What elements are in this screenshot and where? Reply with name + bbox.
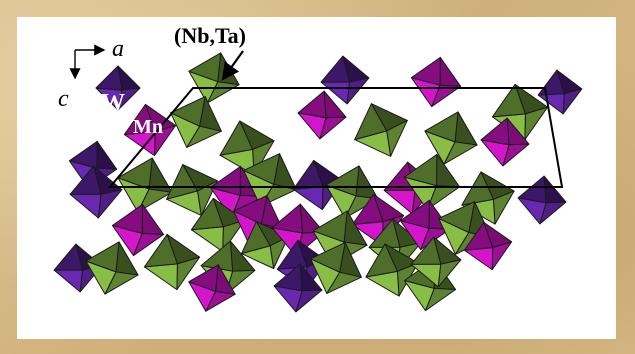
- octahedron-face: [312, 210, 348, 243]
- octahedron-face: [439, 56, 462, 87]
- octahedron-face: [365, 243, 398, 278]
- octahedra-layer: [53, 52, 583, 313]
- w-octahedron: [69, 165, 123, 219]
- w-octahedron: [273, 263, 323, 313]
- octahedron-face: [562, 88, 583, 115]
- octahedron-face: [209, 165, 241, 196]
- octahedron-face: [297, 90, 327, 119]
- nbta-octahedron: [117, 157, 173, 213]
- octahedron-face: [410, 56, 441, 86]
- w-label: W: [101, 90, 125, 116]
- octahedron-face: [410, 236, 442, 265]
- axis-c-label: c: [58, 86, 69, 112]
- figure-panel: a c (Nb,Ta) W Mn: [17, 17, 616, 339]
- octahedron-face: [491, 83, 526, 118]
- octahedron-face: [53, 269, 83, 293]
- octahedron-face: [233, 195, 268, 225]
- mn-octahedron: [297, 90, 347, 140]
- octahedron-face: [190, 197, 224, 231]
- nbta-octahedron: [354, 103, 408, 157]
- nbta-label: (Nb,Ta): [174, 23, 246, 48]
- octahedron-face: [53, 243, 83, 271]
- octahedron-face: [454, 111, 478, 146]
- nbta-pointer-arrow: [221, 50, 244, 81]
- mn-octahedron: [410, 56, 462, 108]
- octahedron-face: [271, 203, 303, 234]
- octahedron-face: [143, 263, 178, 291]
- mn-octahedron: [188, 264, 236, 312]
- octahedron-face: [480, 117, 510, 146]
- octahedron-face: [188, 264, 219, 292]
- axis-indicator: a c: [58, 36, 124, 112]
- mn-octahedron: [123, 103, 177, 157]
- unit-cell-outline: [107, 87, 564, 188]
- octahedron-face: [123, 103, 156, 135]
- octahedron-face: [188, 52, 222, 83]
- octahedron-face: [463, 221, 494, 251]
- octahedron-face: [276, 239, 308, 270]
- octahedron-face: [438, 201, 476, 233]
- octahedron-face: [463, 247, 494, 271]
- octahedron-face: [403, 153, 438, 187]
- crystal-structure-diagram: a c (Nb,Ta) W Mn: [53, 23, 583, 313]
- octahedron-face: [96, 140, 118, 170]
- octahedron-face: [461, 171, 494, 206]
- nbta-octahedron: [243, 153, 297, 207]
- octahedron-face: [273, 263, 303, 292]
- octahedron-face: [95, 65, 123, 91]
- octahedron-face: [69, 193, 102, 219]
- nbta-octahedron: [241, 221, 289, 269]
- octahedron-face: [85, 241, 120, 273]
- mn-label: Mn: [133, 116, 163, 138]
- octahedron-face: [243, 153, 281, 185]
- octahedron-face: [351, 193, 384, 225]
- nbta-octahedron: [190, 197, 246, 253]
- octahedron-face: [68, 140, 98, 169]
- mn-octahedron: [480, 117, 530, 167]
- mn-octahedron: [463, 221, 513, 271]
- octahedron-face: [166, 164, 198, 200]
- nbta-octahedron: [143, 233, 201, 291]
- nbta-octahedron: [188, 52, 240, 104]
- nbta-octahedron: [170, 96, 222, 148]
- octahedron-face: [141, 203, 165, 235]
- octahedron-face: [355, 165, 379, 200]
- nbta-octahedron: [410, 236, 462, 288]
- octahedron-face: [69, 165, 102, 195]
- nbta-octahedron: [438, 201, 492, 255]
- octahedron-face: [310, 242, 346, 273]
- octahedron-face: [424, 111, 459, 143]
- octahedron-face: [346, 77, 370, 105]
- octahedron-face: [241, 221, 271, 255]
- octahedron-face: [399, 199, 430, 229]
- octahedron-face: [325, 165, 360, 197]
- w-octahedron: [95, 65, 141, 111]
- octahedron-face: [170, 96, 206, 127]
- nbta-octahedron: [424, 111, 478, 165]
- octahedron-face: [97, 189, 123, 219]
- nbta-octahedron: [85, 241, 139, 295]
- octahedron-face: [111, 203, 143, 234]
- octahedron-face: [354, 103, 388, 141]
- octahedron-face: [117, 157, 153, 190]
- octahedron-face: [543, 175, 567, 204]
- octahedron-face: [320, 55, 350, 83]
- octahedron-face: [219, 120, 254, 156]
- w-octahedron: [517, 175, 567, 225]
- octahedron-face: [143, 233, 178, 268]
- axis-a-label: a: [112, 36, 124, 62]
- mn-octahedron: [111, 203, 165, 257]
- octahedron-face: [190, 226, 224, 253]
- nbta-octahedron: [310, 242, 362, 294]
- octahedron-face: [217, 52, 240, 86]
- octahedron-face: [517, 175, 547, 204]
